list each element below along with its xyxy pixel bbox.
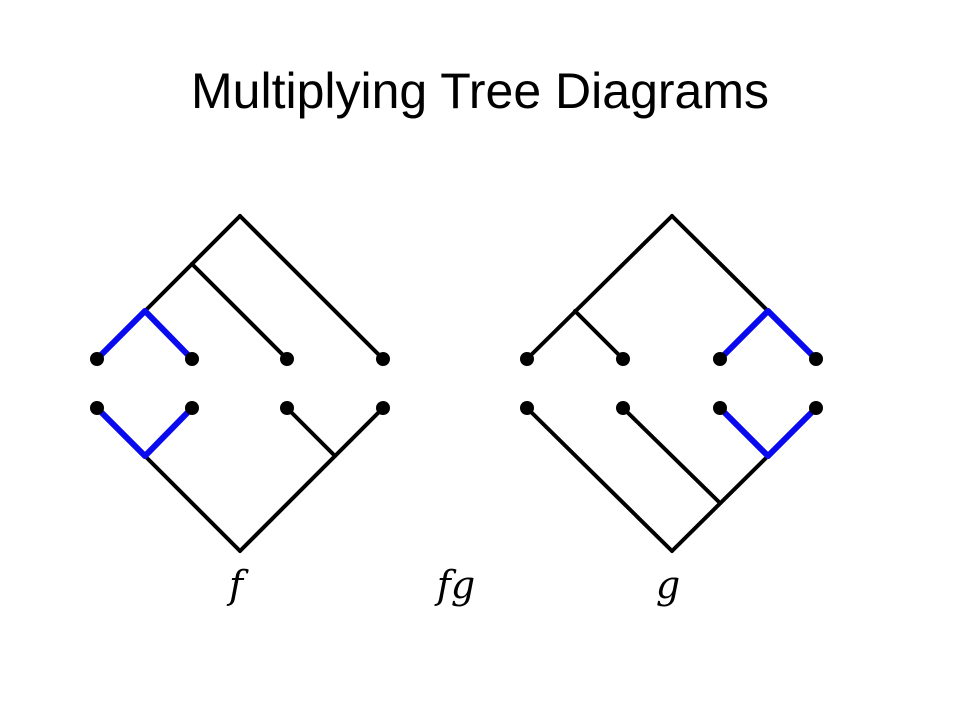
f-top-highlight-caret xyxy=(94,308,195,362)
g-bottom-edge-left xyxy=(525,406,674,553)
f-top-tree xyxy=(143,214,385,361)
g-bottom-leaf-2 xyxy=(616,401,630,415)
g-top-tree xyxy=(525,214,770,361)
g-top-edge-inner xyxy=(573,309,625,361)
f-bottom-tree xyxy=(143,406,385,553)
f-bottom-edge-inner xyxy=(285,406,337,458)
g-bottom-edge-inner xyxy=(621,406,722,505)
f-top-leaf-3 xyxy=(280,352,294,366)
f-top-leaf-4 xyxy=(376,352,390,366)
g-top-edge-right xyxy=(670,214,770,313)
g-bottom-leaf-4 xyxy=(809,401,823,415)
f-top-edge-mid-right xyxy=(190,262,289,361)
label-g: g xyxy=(656,563,680,607)
f-bottom-leaf-2 xyxy=(185,401,199,415)
f-top-caret-right-edge xyxy=(142,308,195,362)
g-leaf-dots xyxy=(520,352,823,415)
g-bottom-highlight-caret xyxy=(717,405,819,459)
f-top-leaf-1 xyxy=(90,352,104,366)
g-top-leaf-3 xyxy=(713,352,727,366)
f-leaf-dots xyxy=(90,352,390,415)
g-top-caret-right-edge xyxy=(765,308,819,362)
g-top-leaf-1 xyxy=(520,352,534,366)
label-f: f xyxy=(226,563,249,607)
f-top-leaf-2 xyxy=(185,352,199,366)
g-bottom-leaf-3 xyxy=(713,401,727,415)
g-top-caret-left-edge xyxy=(717,308,771,362)
g-bottom-caret-right-edge xyxy=(765,405,819,459)
f-bottom-edge-left xyxy=(143,454,242,553)
f-bottom-leaf-4 xyxy=(376,401,390,415)
g-top-leaf-4 xyxy=(809,352,823,366)
slide-title: Multiplying Tree Diagrams xyxy=(191,63,769,119)
f-top-edge-right xyxy=(238,214,385,361)
g-top-edge-left xyxy=(525,214,674,361)
f-top-caret-left-edge xyxy=(94,308,148,362)
f-top-edge-mid-left xyxy=(143,262,194,313)
f-bottom-edge-right xyxy=(238,406,385,553)
g-top-leaf-2 xyxy=(616,352,630,366)
label-fg: fg xyxy=(434,563,475,607)
g-bottom-tree xyxy=(525,406,770,553)
f-bottom-leaf-3 xyxy=(280,401,294,415)
g-top-highlight-caret xyxy=(717,308,819,362)
f-bottom-highlight-caret xyxy=(94,405,195,459)
f-bottom-caret-right-edge xyxy=(142,405,195,459)
f-top-edge-left xyxy=(190,214,242,266)
g-bottom-leaf-1 xyxy=(520,401,534,415)
f-bottom-caret-left-edge xyxy=(94,405,148,459)
f-bottom-leaf-1 xyxy=(90,401,104,415)
g-bottom-caret-left-edge xyxy=(717,405,771,459)
